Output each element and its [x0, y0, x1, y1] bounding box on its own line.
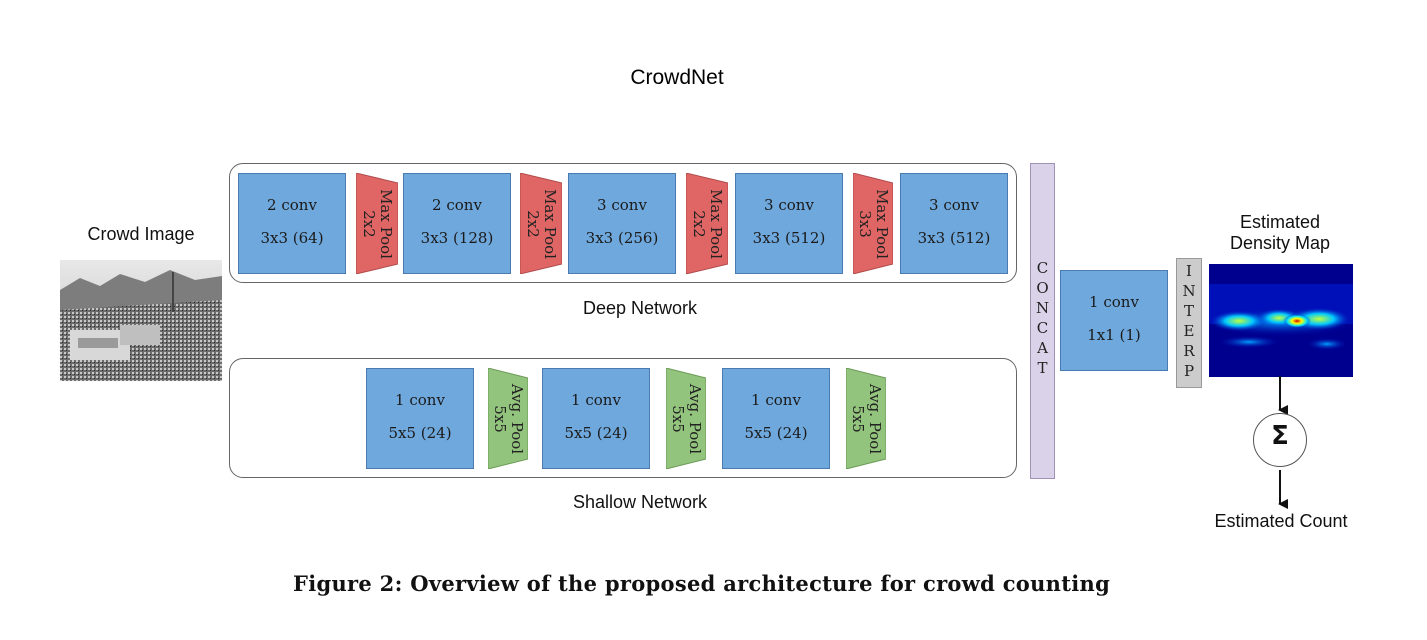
crowd-image	[60, 260, 222, 381]
shallow-conv-block-1: 1 conv 5x5 (24)	[366, 368, 474, 469]
deep-network-label: Deep Network	[582, 298, 698, 318]
count-label: Estimated Count	[1214, 511, 1348, 531]
density-map-image	[1206, 264, 1356, 377]
deep-conv-block-5: 3 conv 3x3 (512)	[900, 173, 1008, 274]
concat-layer	[1030, 163, 1055, 479]
shallow-conv-block-2: 1 conv 5x5 (24)	[542, 368, 650, 469]
shallow-conv-block-3: 1 conv 5x5 (24)	[722, 368, 830, 469]
final-conv-block: 1 conv 1x1 (1)	[1060, 270, 1168, 371]
density-map-label: Estimated Density Map	[1229, 212, 1331, 253]
input-label: Crowd Image	[87, 224, 195, 244]
deep-conv-block-3: 3 conv 3x3 (256)	[568, 173, 676, 274]
figure-caption: Figure 2: Overview of the proposed archi…	[293, 571, 1111, 596]
deep-conv-block-2: 2 conv 3x3 (128)	[403, 173, 511, 274]
output-arrows	[1278, 376, 1288, 509]
deep-conv-block-1: 2 conv 3x3 (64)	[238, 173, 346, 274]
deep-conv-block-4: 3 conv 3x3 (512)	[735, 173, 843, 274]
interp-layer	[1176, 258, 1202, 388]
shallow-network-label: Shallow Network	[572, 492, 708, 512]
diagram-title: CrowdNet	[630, 66, 724, 89]
sum-symbol: Σ	[1271, 421, 1289, 451]
sum-node	[1253, 413, 1307, 467]
